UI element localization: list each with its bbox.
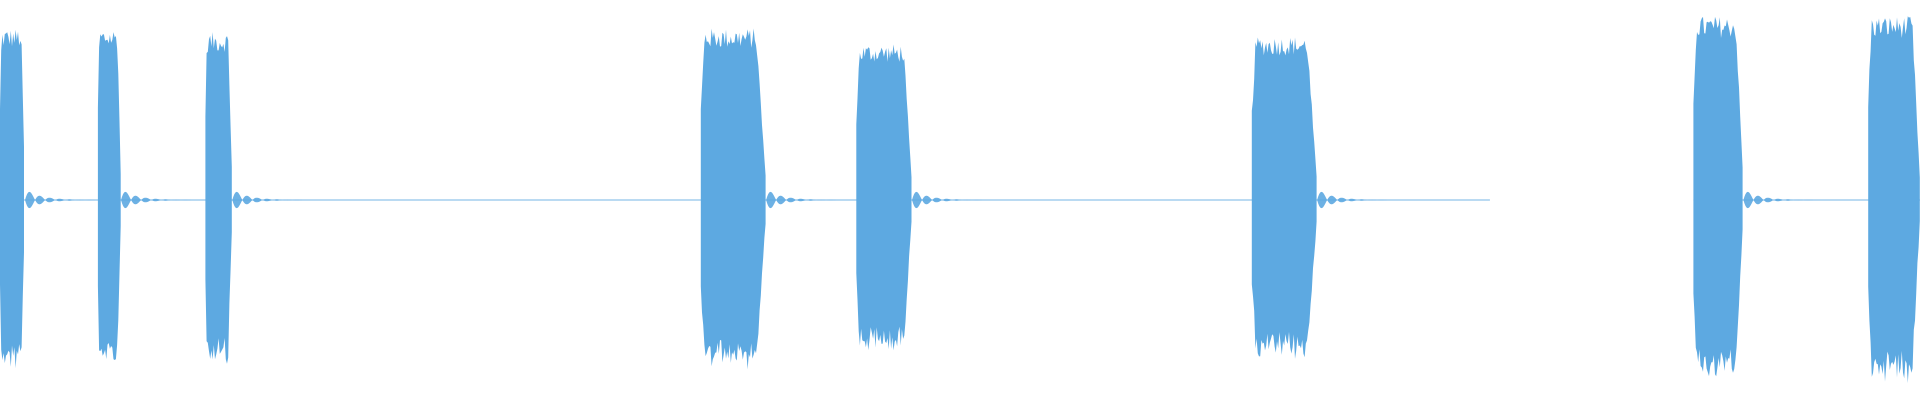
waveform-burst: [1693, 16, 1743, 377]
waveform-burst-tail: [232, 191, 303, 209]
waveform-burst-tail: [912, 191, 982, 209]
waveform-bursts: [0, 16, 1920, 384]
waveform-burst: [1868, 16, 1920, 384]
waveform-burst: [205, 32, 232, 364]
waveform-burst-tail: [1317, 191, 1388, 209]
waveform-burst-tail: [25, 191, 95, 209]
waveform-burst-tail: [1743, 191, 1814, 209]
waveform-burst: [856, 44, 912, 351]
waveform-burst-tail: [121, 191, 191, 209]
waveform-burst: [97, 32, 121, 360]
waveform-burst: [1251, 37, 1317, 359]
waveform-burst: [700, 28, 766, 370]
waveform-burst-tail: [766, 191, 837, 209]
waveform-burst: [0, 29, 24, 369]
